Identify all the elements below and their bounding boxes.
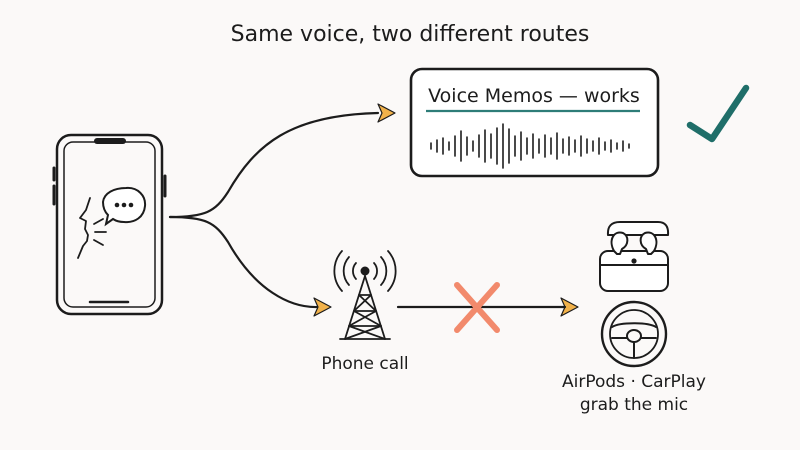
- cross-icon: [454, 282, 500, 333]
- phone-call-label: Phone call: [321, 354, 408, 374]
- voice-memos-label: Voice Memos — works: [428, 85, 640, 107]
- speaking-person-icon: [77, 197, 107, 259]
- checkmark-icon: [686, 84, 750, 143]
- voice-memos-card: Voice Memos — works: [409, 67, 660, 178]
- cell-tower-icon: [333, 250, 397, 340]
- arrowheads: [313, 103, 579, 317]
- speech-bubble-icon: [101, 186, 147, 227]
- audio-waveform-icon: [430, 123, 630, 169]
- smartphone-icon: [52, 133, 167, 316]
- route-to-voice-memos: [168, 111, 380, 219]
- page-title: Same voice, two different routes: [231, 22, 590, 47]
- route-arrows: [168, 111, 380, 309]
- airpods-case-icon: [599, 221, 670, 292]
- steering-wheel-icon: [600, 300, 668, 368]
- destination-label-line2: grab the mic: [580, 395, 688, 415]
- route-to-phone-call: [168, 215, 320, 309]
- destination-label-line1: AirPods · CarPlay: [562, 372, 706, 392]
- arrowhead-phone-call: [313, 297, 332, 317]
- arrowhead-voice-memos: [377, 103, 396, 123]
